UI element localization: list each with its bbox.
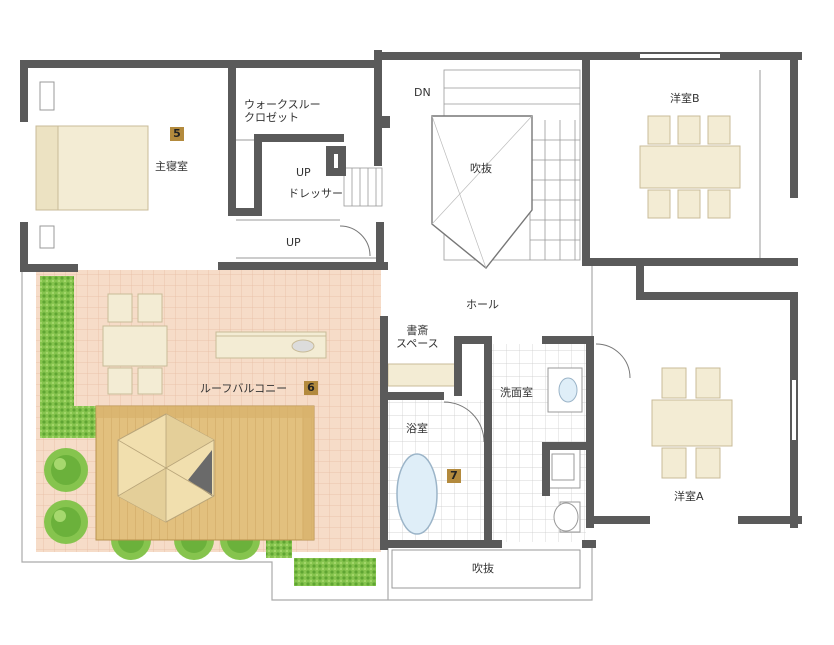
walls bbox=[20, 50, 802, 550]
badge-bathroom: 7 bbox=[447, 469, 461, 483]
label-dn: DN bbox=[414, 86, 431, 99]
label-up-1: UP bbox=[296, 166, 311, 179]
room-label-bathroom: 浴室 bbox=[406, 422, 428, 435]
parasol bbox=[117, 413, 215, 523]
room-label-void-top: 吹抜 bbox=[470, 162, 492, 175]
planter-bottom bbox=[294, 558, 376, 586]
room-label-study: 書斎 スペース bbox=[396, 324, 439, 351]
bedroom-sidebox-2 bbox=[39, 225, 55, 249]
planter-left bbox=[40, 276, 96, 438]
balcony-dining-set bbox=[102, 293, 168, 395]
tree-1 bbox=[44, 448, 88, 492]
room-label-master-bedroom: 主寝室 bbox=[155, 160, 188, 173]
bathtub bbox=[396, 453, 438, 535]
bed bbox=[35, 125, 149, 211]
room-label-dresser: ドレッサー bbox=[288, 187, 343, 200]
tree-2 bbox=[44, 500, 88, 544]
bedroom-sidebox bbox=[39, 81, 55, 111]
planter-corner bbox=[266, 540, 292, 558]
room-label-hall: ホール bbox=[466, 298, 499, 311]
room-label-western-b: 洋室B bbox=[670, 92, 700, 105]
western-a-furniture bbox=[651, 367, 733, 479]
door-swing-1 bbox=[339, 225, 371, 257]
void-area bbox=[431, 115, 533, 269]
western-b-furniture bbox=[639, 115, 741, 219]
room-label-void-bottom: 吹抜 bbox=[472, 562, 494, 575]
label-up-2: UP bbox=[286, 236, 301, 249]
room-label-washroom: 洗面室 bbox=[500, 386, 533, 399]
room-label-walk-through-closet: ウォークスルー クロゼット bbox=[244, 98, 321, 125]
door-swing-2 bbox=[443, 401, 485, 443]
toilet bbox=[553, 501, 581, 533]
outdoor-sink-counter bbox=[215, 331, 327, 359]
dresser-steps bbox=[343, 167, 383, 207]
badge-master-bedroom: 5 bbox=[170, 127, 184, 141]
terrace-outline bbox=[21, 270, 593, 601]
door-swing-3 bbox=[595, 343, 631, 379]
windows bbox=[22, 54, 796, 522]
badge-roof-balcony: 6 bbox=[304, 381, 318, 395]
study-desk bbox=[387, 363, 457, 387]
room-label-roof-balcony: ルーフバルコニー bbox=[200, 382, 288, 395]
room-label-western-a: 洋室A bbox=[674, 490, 704, 503]
